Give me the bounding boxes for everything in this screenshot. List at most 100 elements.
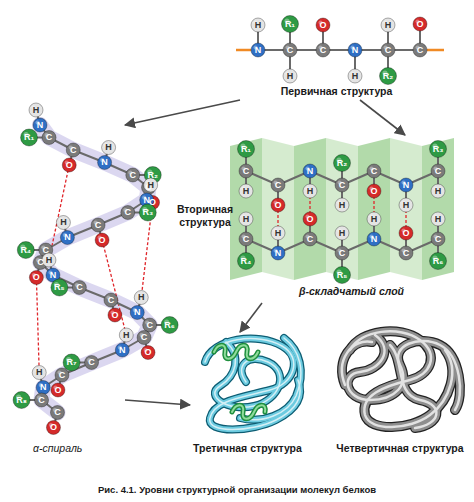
- atom-label: C: [39, 131, 59, 144]
- atom-label: H: [116, 329, 136, 342]
- fold-highlight: [205, 338, 301, 430]
- atom-label: H: [53, 216, 73, 229]
- tube: [342, 342, 372, 385]
- atom-label: H: [248, 19, 268, 32]
- coil: [232, 405, 265, 419]
- fold-tube: [215, 342, 280, 407]
- atom-label: N: [33, 381, 53, 394]
- coil: [232, 405, 265, 419]
- helix-ribbon: [40, 125, 150, 413]
- atom-label: C: [69, 281, 89, 294]
- coil: [214, 345, 258, 359]
- atom-label: R₈: [12, 394, 32, 407]
- atom-label: R₂: [332, 157, 352, 170]
- atom-label: C: [236, 233, 256, 246]
- tube: [342, 342, 372, 385]
- atom-label: N: [364, 233, 384, 246]
- fold-tube: [215, 342, 280, 407]
- hydrogen-bond: [36, 278, 39, 373]
- atom-label: C: [428, 165, 448, 178]
- atom-label: H: [236, 185, 256, 198]
- atom-label: R₂: [378, 70, 398, 83]
- tube: [348, 335, 460, 410]
- atom-label: N: [300, 165, 320, 178]
- sheet-panel: [358, 138, 390, 280]
- atom-label: H: [141, 179, 161, 192]
- structure-caption: Четвертичная структура: [327, 442, 473, 455]
- atom-label: C: [332, 179, 352, 192]
- helix-coil: [214, 345, 265, 419]
- atom-label: R₆: [160, 319, 180, 332]
- structure-node: α-спираль: [15, 112, 125, 457]
- fold-fill: [205, 338, 301, 430]
- atom-label: C: [88, 219, 108, 232]
- atom-label: N: [127, 306, 147, 319]
- atom-label: O: [48, 384, 68, 397]
- structure-node: β-складчатый слой: [228, 135, 455, 303]
- atom-label: C: [118, 206, 138, 219]
- structure-node: Четвертичная структура: [335, 332, 470, 460]
- sheet-panel: [230, 138, 262, 280]
- atom-label: N: [57, 231, 77, 244]
- atom-label: R₁: [19, 131, 39, 144]
- atom-label: H: [26, 104, 46, 117]
- atom-label: O: [138, 346, 158, 359]
- atom-label: H: [332, 199, 352, 212]
- structure-node: Третичная структура: [190, 332, 305, 460]
- section-heading: Вторичная структура: [170, 203, 240, 229]
- atom-label: H: [39, 254, 59, 267]
- atom-label: R₇: [62, 356, 82, 369]
- atom-label: O: [92, 234, 112, 247]
- tertiary-fold: [205, 338, 301, 430]
- atom-label: N: [268, 247, 288, 260]
- atom-label: N: [248, 44, 268, 57]
- flow-arrow: [125, 100, 240, 125]
- atom-label: O: [410, 18, 430, 31]
- atom-label: O: [59, 159, 79, 172]
- structure-node: Первичная структура: [228, 5, 445, 100]
- coil: [214, 345, 258, 359]
- atom-label: C: [396, 247, 416, 260]
- atom-label: H: [428, 185, 448, 198]
- atom-label: H: [428, 213, 448, 226]
- atom-label: C: [47, 406, 67, 419]
- tube: [350, 331, 452, 427]
- structure-caption: Третичная структура: [175, 442, 320, 455]
- atom-label: H: [99, 141, 119, 154]
- structure-caption: α-спираль: [33, 442, 133, 455]
- atom-label: H: [345, 70, 365, 83]
- sheet-panel: [422, 138, 454, 280]
- atom-label: C: [332, 247, 352, 260]
- atom-label: H: [236, 213, 256, 226]
- atom-label: C: [313, 44, 333, 57]
- atom-label: C: [268, 179, 288, 192]
- tube-outline: [342, 331, 460, 428]
- atom-label: C: [280, 44, 300, 57]
- tube: [390, 345, 436, 428]
- atom-label: C: [63, 144, 83, 157]
- structure-caption: β-складчатый слой: [258, 285, 445, 298]
- fold-tube: [205, 339, 300, 430]
- atom-label: C: [32, 394, 52, 407]
- atom-label: R₁: [280, 18, 300, 31]
- flow-arrow: [360, 100, 405, 135]
- atom-label: R₅: [49, 281, 69, 294]
- chain-stub: [236, 49, 251, 52]
- fold-outline: [205, 338, 301, 430]
- tube: [342, 342, 372, 385]
- atom-label: N: [396, 179, 416, 192]
- tube-highlight: [342, 331, 460, 428]
- atom-label: H: [332, 227, 352, 240]
- atom-label: C: [300, 233, 320, 246]
- atom-label: H: [378, 19, 398, 32]
- sheet-panel: [390, 138, 422, 280]
- atom-label: C: [410, 44, 430, 57]
- atom-label: N: [345, 44, 365, 57]
- atom-label: R₄: [16, 244, 36, 257]
- atom-label: H: [280, 70, 300, 83]
- atom-label: C: [364, 165, 384, 178]
- atom-label: C: [101, 294, 121, 307]
- pleated-sheet-panels: [230, 138, 454, 280]
- atom-label: H: [268, 227, 288, 240]
